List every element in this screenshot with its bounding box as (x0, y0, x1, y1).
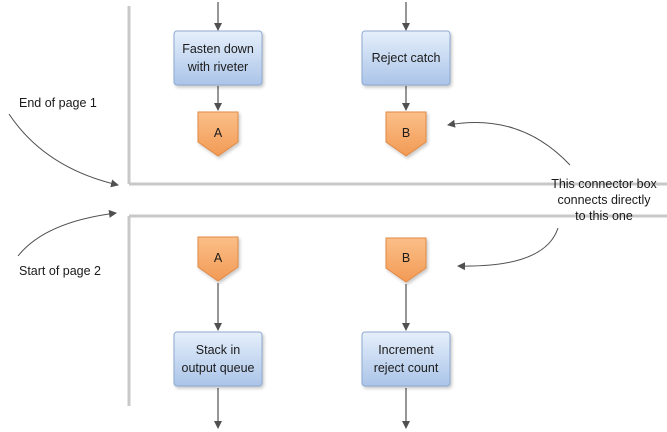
process-fasten-down-line1: Fasten down (182, 42, 254, 56)
process-fasten-down[interactable]: Fasten down with riveter (173, 30, 263, 86)
connector-note-arrow-to-page-2 (457, 227, 559, 271)
connector-a-page-1-label: A (214, 126, 223, 140)
process-reject-catch[interactable]: Reject catch (361, 30, 451, 86)
connector-note-line2: connects directly (557, 193, 651, 207)
connector-b-page-2-label: B (402, 251, 410, 265)
connector-b-page-2[interactable]: B (385, 237, 427, 283)
connector-a-page-2[interactable]: A (197, 236, 239, 282)
process-increment-line2: reject count (374, 361, 439, 375)
start-of-page-2-label: Start of page 2 (19, 264, 101, 278)
connector-a-page-1[interactable]: A (197, 111, 239, 157)
page-1-flow-arrows (214, 2, 410, 111)
connector-b-page-1-label: B (402, 126, 410, 140)
process-stack-line1: Stack in (196, 343, 241, 357)
connector-a-page-2-label: A (214, 251, 223, 265)
process-increment-reject-count[interactable]: Increment reject count (361, 331, 451, 387)
connector-note: This connector box connects directly to … (551, 177, 657, 223)
process-fasten-down-line2: with riveter (187, 60, 248, 74)
process-stack-output-queue[interactable]: Stack in output queue (173, 331, 263, 387)
end-of-page-1-label: End of page 1 (19, 96, 97, 110)
page-2-flow-arrows (214, 283, 410, 429)
process-increment-line1: Increment (378, 343, 434, 357)
process-reject-catch-line1: Reject catch (372, 51, 441, 65)
connector-note-line1: This connector box (551, 177, 657, 191)
connector-b-page-1[interactable]: B (385, 111, 427, 157)
connector-note-line3: to this one (575, 209, 633, 223)
page-2-boundary (127, 214, 667, 406)
process-stack-line2: output queue (182, 361, 255, 375)
connector-note-arrow-to-page-1 (447, 119, 571, 166)
end-of-page-1-callout-arrow (8, 113, 119, 188)
start-of-page-2-callout-arrow (17, 209, 117, 257)
page-1-boundary (127, 6, 667, 186)
